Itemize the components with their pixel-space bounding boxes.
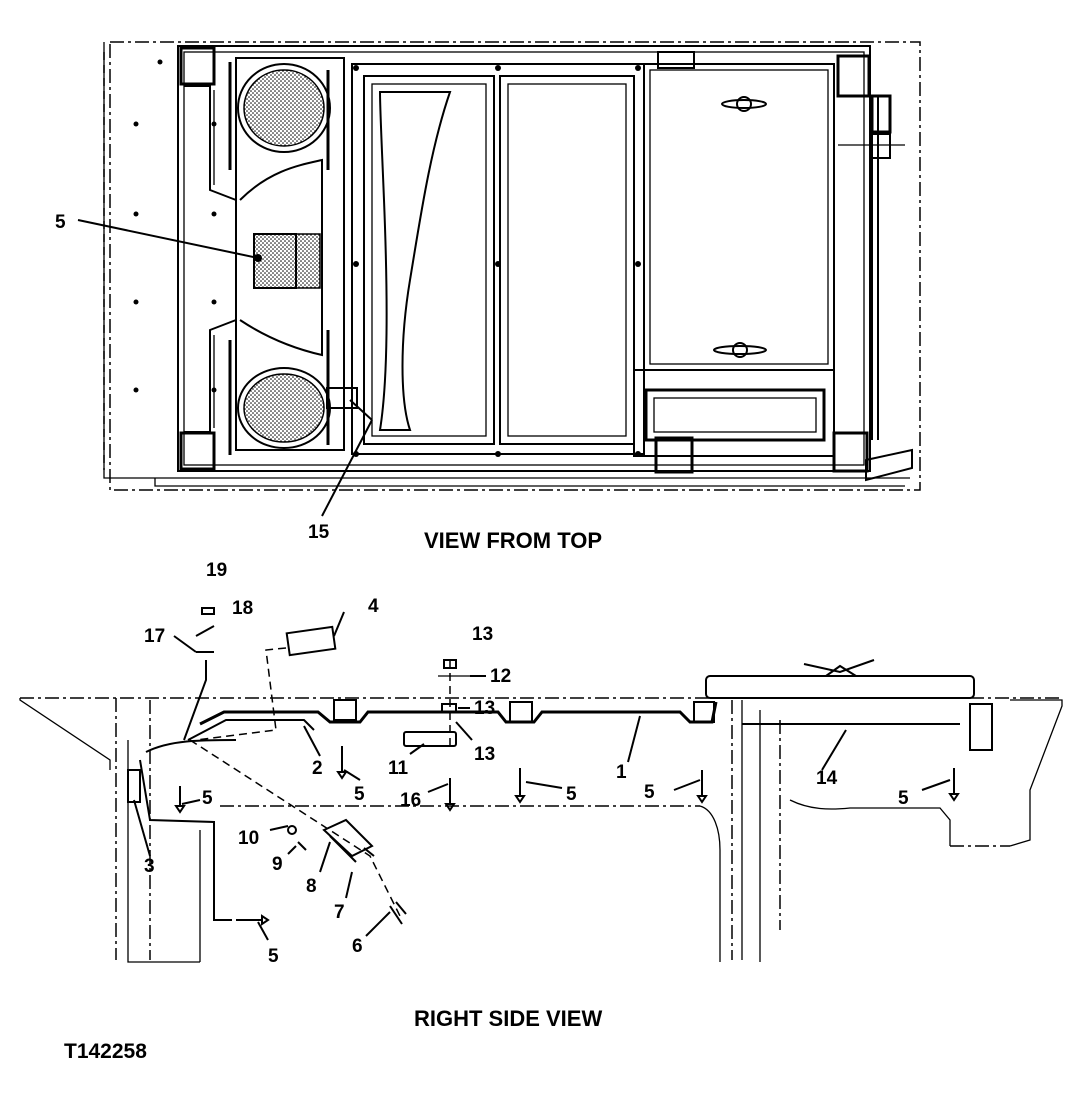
callout-16: 16	[400, 790, 421, 811]
callout-15: 15	[308, 522, 330, 543]
callout-10: 10	[238, 828, 259, 849]
top-view	[77, 41, 921, 517]
callout-5-side-b: 5	[354, 784, 365, 805]
side-view	[19, 607, 1063, 963]
callout-14: 14	[816, 768, 838, 789]
callout-19: 19	[206, 560, 227, 581]
callout-13-top: 13	[472, 624, 493, 645]
callout-5-top: 5	[55, 212, 66, 233]
callout-12: 12	[490, 666, 511, 687]
side-view-title: RIGHT SIDE VIEW	[414, 1006, 602, 1031]
callout-1: 1	[616, 762, 627, 783]
callout-5-side-e: 5	[898, 788, 909, 809]
callout-8: 8	[306, 876, 317, 897]
figure-id: T142258	[64, 1040, 147, 1063]
callout-6: 6	[352, 936, 363, 957]
callout-13-mid: 13	[474, 698, 495, 719]
callout-2: 2	[312, 758, 323, 779]
callout-11: 11	[388, 758, 409, 779]
callout-5-side-f: 5	[268, 946, 279, 967]
callout-9: 9	[272, 854, 283, 875]
top-view-title: VIEW FROM TOP	[424, 528, 602, 553]
callout-18: 18	[232, 598, 253, 619]
callout-3: 3	[144, 856, 155, 877]
callout-13-bottom: 13	[474, 744, 495, 765]
callout-5-side-a: 5	[202, 788, 213, 809]
callout-17: 17	[144, 626, 165, 647]
callout-4: 4	[368, 596, 379, 617]
callout-5-side-c: 5	[566, 784, 577, 805]
callout-7: 7	[334, 902, 345, 923]
callout-5-side-d: 5	[644, 782, 655, 803]
